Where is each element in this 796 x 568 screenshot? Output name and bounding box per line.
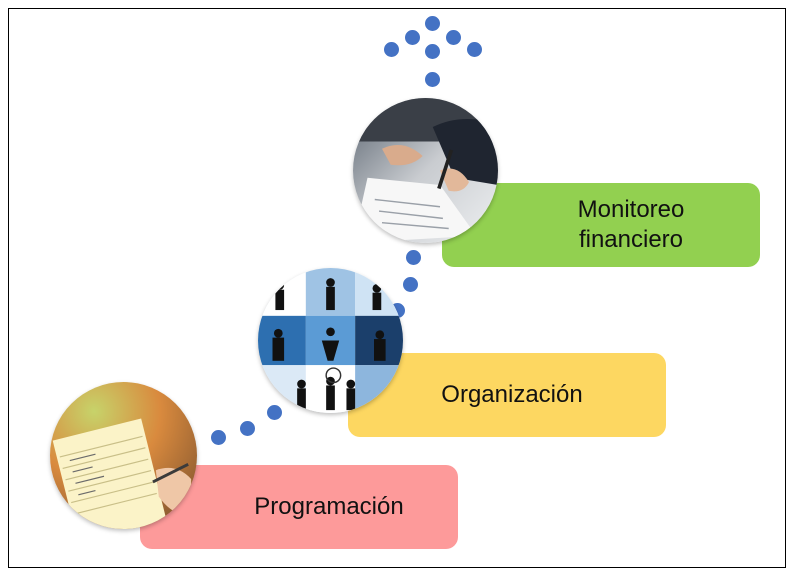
step-programacion-label: Programación (254, 493, 404, 520)
step-monitoreo-box: Monitoreo financiero (442, 183, 760, 267)
path-dot (406, 250, 421, 265)
financial-analysis-photo (353, 98, 498, 243)
arrow-dot (425, 16, 440, 31)
path-dot (403, 277, 418, 292)
planning-notepad-photo (50, 382, 197, 529)
path-dot (211, 430, 226, 445)
step-organizacion-label: Organización (441, 381, 583, 408)
path-dot (267, 405, 282, 420)
arrow-dot (425, 44, 440, 59)
step-monitoreo-label-line1: Monitoreo (577, 196, 685, 223)
arrow-dot (405, 30, 420, 45)
business-team-collage-photo (258, 268, 403, 413)
step-organizacion-box: Organización (348, 353, 666, 437)
path-dot (240, 421, 255, 436)
arrow-dot (425, 72, 440, 87)
step-monitoreo-label-line2: financiero (578, 226, 684, 253)
arrow-dot (467, 42, 482, 57)
arrow-dot (384, 42, 399, 57)
arrow-dot (446, 30, 461, 45)
